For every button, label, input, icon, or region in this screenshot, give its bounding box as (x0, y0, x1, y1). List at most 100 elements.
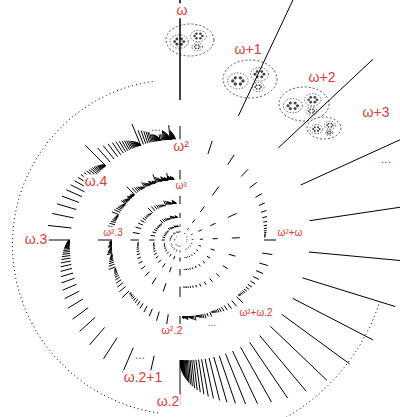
cluster-dot (329, 131, 331, 133)
spiral-tick (71, 185, 85, 192)
spiral-tick (172, 178, 173, 180)
spiral-tick (67, 242, 70, 243)
spiral-tick (104, 338, 117, 359)
spiral-tick (110, 241, 111, 242)
spiral-tick (213, 238, 218, 239)
spiral-tick (66, 243, 70, 244)
spiral-tick (184, 257, 185, 259)
spiral-tick (123, 348, 134, 373)
spiral-tick (282, 314, 350, 364)
spiral-tick (211, 312, 213, 313)
spiral-tick (110, 248, 112, 249)
cluster-dot (307, 98, 310, 101)
spiral-tick (123, 204, 125, 205)
spiral-tick (167, 135, 169, 140)
spiral-tick (68, 241, 70, 242)
spiral-tick (171, 177, 172, 179)
spiral-tick (177, 217, 178, 219)
spiral-tick (183, 360, 184, 375)
cluster-dot (296, 104, 299, 107)
spiral-tick (170, 177, 171, 180)
spiral-tick (164, 177, 166, 181)
spiral-tick (219, 356, 235, 404)
spiral-tick (117, 215, 118, 217)
spiral-tick (181, 360, 182, 371)
ordinal-label: ω.2 (156, 394, 181, 409)
spiral-tick (256, 271, 263, 274)
cluster-dot (308, 110, 310, 112)
cluster-dot (326, 124, 328, 126)
spiral-tick (264, 234, 266, 235)
cluster-part (192, 43, 203, 51)
spiral-tick (176, 236, 178, 238)
spiral-tick (112, 212, 119, 215)
spiral-tick (170, 238, 172, 239)
spiral-tick (203, 314, 204, 318)
cluster-dot (313, 96, 316, 99)
spiral-tick (153, 248, 155, 250)
spiral-tick (130, 293, 131, 294)
spiral-tick (151, 212, 153, 214)
spiral-tick (174, 226, 176, 228)
spiral-tick (138, 130, 143, 144)
spiral-tick (264, 240, 276, 241)
spiral-tick (85, 145, 105, 165)
spiral-tick (112, 220, 116, 221)
spiral-tick (153, 182, 155, 183)
cluster-dot (330, 126, 332, 128)
spiral-tick (186, 269, 187, 270)
spiral-tick (182, 360, 183, 374)
spiral-tick (241, 347, 272, 402)
spiral-tick (166, 219, 167, 221)
spiral-tick (172, 216, 174, 218)
spiral-tick (127, 199, 129, 201)
cluster-dot (194, 46, 196, 48)
spiral-tick (175, 203, 176, 204)
spiral-tick (173, 233, 174, 234)
spiral-tick (116, 142, 123, 153)
spiral-tick (154, 250, 156, 252)
cluster-dot (260, 75, 263, 78)
spiral-tick (202, 359, 209, 396)
cluster-part (325, 130, 332, 136)
ordinal-label: ω (176, 3, 189, 18)
spiral-tick (168, 201, 170, 204)
spiral-tick (182, 316, 183, 318)
spiral-tick (142, 187, 143, 189)
spiral-tick (111, 255, 113, 256)
spiral-tick (130, 293, 131, 294)
spiral-tick (141, 131, 146, 144)
spiral-tick (160, 220, 163, 223)
spiral-tick (110, 244, 112, 245)
spiral-tick (140, 303, 143, 308)
ordinal-label: ω² (172, 139, 190, 154)
spiral-tick (229, 254, 236, 256)
spiral-tick (263, 221, 267, 223)
spiral-tick (177, 245, 178, 246)
cluster-dot (309, 109, 311, 111)
spiral-tick (137, 254, 140, 255)
cluster-dot (199, 46, 201, 48)
spiral-tick (113, 219, 116, 220)
spiral-tick (150, 181, 152, 184)
spiral-tick (264, 230, 267, 231)
spiral-tick (176, 226, 177, 227)
spiral-tick (160, 224, 161, 226)
spiral-tick (157, 137, 159, 141)
spiral-tick (262, 253, 272, 255)
cluster-dot (198, 44, 200, 46)
spiral-tick (162, 237, 165, 238)
cluster-part (306, 107, 317, 116)
spiral-tick (98, 148, 111, 162)
spiral-tick (131, 294, 133, 296)
spiral-tick (52, 214, 73, 218)
spiral-tick (107, 253, 112, 254)
spiral-tick (169, 218, 171, 219)
spiral-tick (154, 230, 157, 231)
spiral-tick (73, 308, 89, 320)
spiral-tick (167, 134, 169, 140)
spiral-tick (211, 311, 213, 312)
spiral-tick (137, 242, 139, 243)
spiral-tick (166, 178, 168, 181)
